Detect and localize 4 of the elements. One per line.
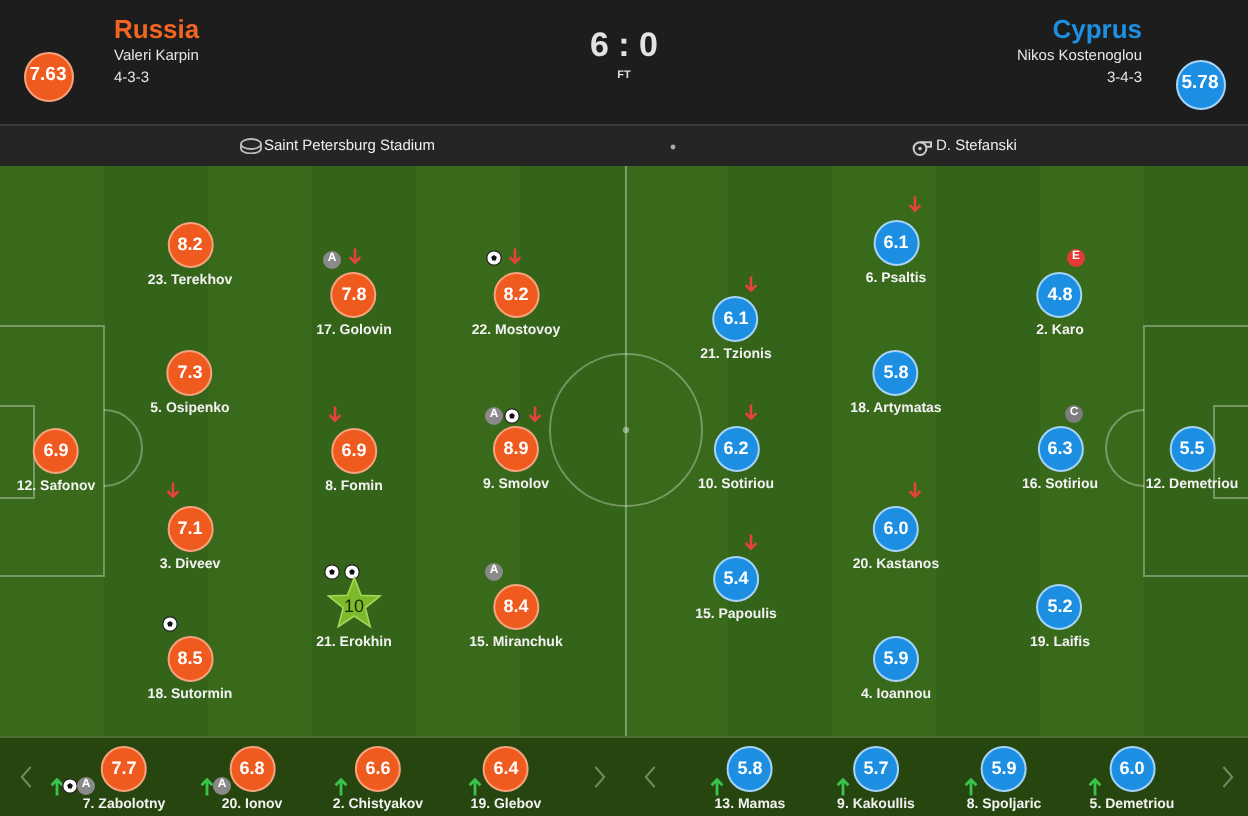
team-name: Russia [114,16,200,42]
team-name: Cyprus [1052,16,1142,42]
score: 6 : 0 [589,28,659,62]
rating-star: 10 [326,576,382,630]
